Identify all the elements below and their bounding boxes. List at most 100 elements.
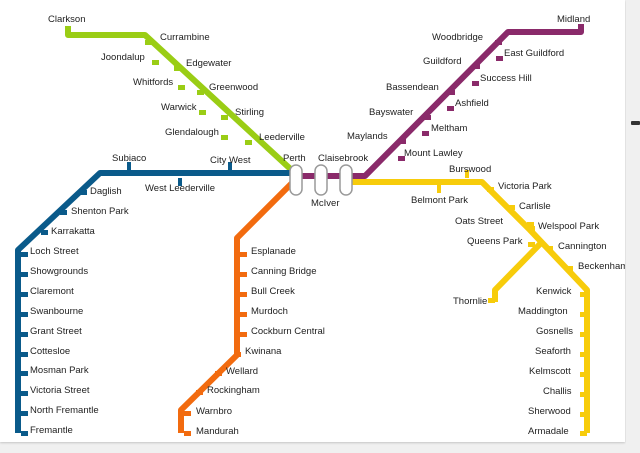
station-armadale[interactable]: Armadale [528,426,569,437]
station-kenwick[interactable]: Kenwick [536,286,572,297]
station-stirling[interactable]: Stirling [235,107,264,118]
station-kwinana[interactable]: Kwinana [245,346,282,357]
station-queens-park[interactable]: Queens Park [467,236,523,247]
station-belmont-park[interactable]: Belmont Park [411,195,468,206]
station-meltham[interactable]: Meltham [431,123,468,134]
station-greenwood[interactable]: Greenwood [209,82,258,93]
station-swanbourne[interactable]: Swanbourne [30,306,83,317]
station-welspool-park[interactable]: Welspool Park [538,221,599,232]
station-cannington[interactable]: Cannington [558,241,607,252]
station-loch-street[interactable]: Loch Street [30,246,79,257]
station-burswood[interactable]: Burswood [449,164,491,175]
fremantle-station-tick [21,371,28,376]
station-daglish[interactable]: Daglish [90,186,122,197]
station-cottesloe[interactable]: Cottesloe [30,346,70,357]
mandurah-station-tick [240,292,247,297]
station-west-leederville[interactable]: West Leederville [145,183,215,194]
edge-handle[interactable] [631,121,640,125]
station-success-hill[interactable]: Success Hill [480,73,532,84]
fremantle-station-tick [127,162,131,170]
station-karrakatta[interactable]: Karrakatta [51,226,96,237]
joondalup-station-tick [221,115,228,120]
station-guildford[interactable]: Guildford [423,56,462,67]
station-gosnells[interactable]: Gosnells [536,326,573,337]
station-beckenham[interactable]: Beckenham [578,261,628,272]
station-claremont[interactable]: Claremont [30,286,74,297]
station-leederville[interactable]: Leederville [259,132,305,143]
station-showgrounds[interactable]: Showgrounds [30,266,88,277]
mandurah-station-tick [240,332,247,337]
armadale_thornlie-station-tick [580,372,587,377]
station-mciver[interactable]: McIver [311,198,340,209]
station-murdoch[interactable]: Murdoch [251,306,288,317]
station-cockburn-central[interactable]: Cockburn Central [251,326,325,337]
interchange-marker[interactable] [289,164,303,196]
station-mosman-park[interactable]: Mosman Park [30,365,89,376]
station-currambine[interactable]: Currambine [160,32,210,43]
station-glendalough[interactable]: Glendalough [165,127,219,138]
station-mount-lawley[interactable]: Mount Lawley [404,148,463,159]
station-warnbro[interactable]: Warnbro [196,406,232,417]
station-sherwood[interactable]: Sherwood [528,406,571,417]
station-challis[interactable]: Challis [543,386,572,397]
fremantle-station-tick [21,332,28,337]
station-north-fremantle[interactable]: North Fremantle [30,405,99,416]
station-bayswater[interactable]: Bayswater [369,107,413,118]
station-city-west[interactable]: City West [210,155,251,166]
station-canning-bridge[interactable]: Canning Bridge [251,266,317,277]
station-victoria-park[interactable]: Victoria Park [498,181,552,192]
station-midland[interactable]: Midland [557,14,590,25]
station-whitfords[interactable]: Whitfords [133,77,173,88]
fremantle-station-tick [60,210,67,215]
interchange-marker[interactable] [314,164,328,196]
fremantle-station-tick [21,252,28,257]
station-woodbridge[interactable]: Woodbridge [432,32,483,43]
mandurah-station-tick [234,352,241,357]
station-joondalup[interactable]: Joondalup [101,52,145,63]
fremantle-station-tick [21,272,28,277]
station-maylands[interactable]: Maylands [347,131,388,142]
station-esplanade[interactable]: Esplanade [251,246,296,257]
mandurah-station-tick [240,272,247,277]
right-gutter [626,0,640,453]
armadale_thornlie-station-tick [528,242,535,247]
fremantle-station-tick [21,391,28,396]
station-maddington[interactable]: Maddington [518,306,568,317]
station-subiaco[interactable]: Subiaco [112,153,146,164]
station-victoria-street[interactable]: Victoria Street [30,385,90,396]
station-edgewater[interactable]: Edgewater [186,58,231,69]
armadale_thornlie-station-tick [580,352,587,357]
station-fremantle[interactable]: Fremantle [30,425,73,436]
station-mandurah[interactable]: Mandurah [196,426,239,437]
station-claisebrook[interactable]: Claisebrook [318,153,368,164]
station-bull-creek[interactable]: Bull Creek [251,286,295,297]
armadale_thornlie-station-tick [546,246,553,251]
station-warwick[interactable]: Warwick [161,102,197,113]
station-carlisle[interactable]: Carlisle [519,201,551,212]
midland-station-tick [399,139,406,144]
station-seaforth[interactable]: Seaforth [535,346,571,357]
station-thornlie[interactable]: Thornlie [453,296,487,307]
fremantle-line [15,170,297,433]
fremantle-station-tick [21,292,28,297]
fremantle-station-tick [41,230,48,235]
station-oats-street[interactable]: Oats Street [455,216,503,227]
interchange-marker[interactable] [339,164,353,196]
station-east-guildford[interactable]: East Guildford [504,48,564,59]
midland-station-tick [496,56,503,61]
station-bassendean[interactable]: Bassendean [386,82,439,93]
fremantle-station-tick [178,178,182,186]
station-wellard[interactable]: Wellard [226,366,258,377]
station-kelmscott[interactable]: Kelmscott [529,366,571,377]
station-rockingham[interactable]: Rockingham [207,385,260,396]
station-shenton-park[interactable]: Shenton Park [71,206,129,217]
joondalup-station-tick [199,110,206,115]
mandurah-station-tick [184,411,191,416]
station-clarkson[interactable]: Clarkson [48,14,86,25]
armadale_thornlie-station-tick [487,187,494,192]
joondalup-station-tick [221,135,228,140]
station-grant-street[interactable]: Grant Street [30,326,82,337]
armadale_thornlie-station-tick [528,226,535,231]
station-perth[interactable]: Perth [283,153,306,164]
station-ashfield[interactable]: Ashfield [455,98,489,109]
